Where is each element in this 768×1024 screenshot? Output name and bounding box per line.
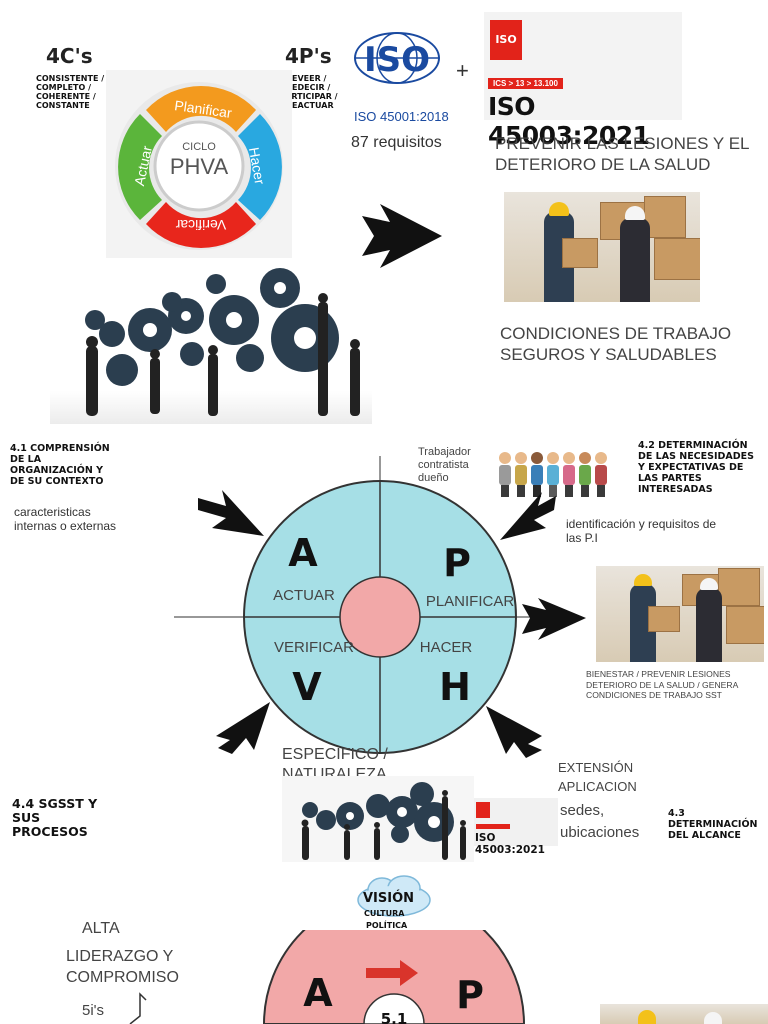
condiciones-text: CONDICIONES DE TRABAJO SEGUROS Y SALUDAB… xyxy=(500,324,732,364)
quad-v: V xyxy=(292,665,322,709)
politica-label: POLÍTICA xyxy=(366,921,408,930)
arrow-down-right-icon xyxy=(198,490,264,536)
c4-text: CONSISTENTE / COMPLETO / COHERENTE / CON… xyxy=(36,74,105,110)
section-4-2-title: 4.2 DETERMINACIÓN DE LAS NECESIDADES Y E… xyxy=(638,440,754,495)
stakeholders-people-icon xyxy=(497,450,613,498)
cycle-small-label: CICLO xyxy=(182,141,216,153)
p4-text: PREVEER / PREDECIR / PARTICIPAR / PREACT… xyxy=(280,74,338,110)
iso45003-small-card: ISO 45003:2021 xyxy=(474,798,558,856)
arrow-right-icon xyxy=(522,598,586,640)
p4-title: 4P's xyxy=(285,44,332,68)
quad-a: A xyxy=(288,531,318,575)
extension-text: EXTENSIÓN APLICACION xyxy=(558,760,637,794)
iso-requirements: 87 requisitos xyxy=(351,134,442,151)
gears-people-image xyxy=(50,258,372,424)
bienestar-text: BIENESTAR / PREVENIR LESIONES DETERIORO … xyxy=(586,669,738,700)
c4-title: 4C's xyxy=(46,44,93,68)
quad-verificar: VERIFICAR xyxy=(274,639,354,656)
section-4-1-text: caracteristicas internas o externas xyxy=(14,505,117,533)
iso45003-title: ISO 45003:2021 xyxy=(488,92,650,150)
red-right-arrow-icon xyxy=(366,960,418,986)
section-4-4-title: 4.4 SGSST Y SUS PROCESOS xyxy=(12,796,98,839)
quad-p: P xyxy=(443,541,471,585)
iso-small-red-logo xyxy=(476,802,490,818)
quad-planificar: PLANIFICAR xyxy=(426,593,515,610)
gears-people-small-image xyxy=(282,776,474,862)
arrow-down-left-icon xyxy=(500,492,556,540)
section-4-1-title: 4.1 COMPRENSIÓN DE LA ORGANIZACIÓN Y DE … xyxy=(10,443,110,487)
prevenir-text: PREVENIR LAS LESIONES Y EL DETERIORO DE … xyxy=(495,134,749,174)
iso-small-ics-bar xyxy=(476,824,510,829)
quad-hacer: HACER xyxy=(420,639,473,656)
cultura-label: CULTURA xyxy=(364,909,405,918)
arrow-up-left-icon xyxy=(486,706,542,758)
phva-quadrant-diagram: A P V H ACTUAR PLANIFICAR VERIFICAR HACE… xyxy=(174,456,556,754)
liderazgo-text: LIDERAZGO Y COMPROMISO xyxy=(66,948,179,986)
iso-standard: ISO 45001:2018 xyxy=(354,109,449,124)
vision-label: VISIÓN xyxy=(363,891,415,906)
iso-red-logo: ISO xyxy=(490,20,522,60)
sedes-text: sedes, ubicaciones xyxy=(560,802,640,841)
cycle-big-label: PHVA xyxy=(170,154,229,179)
workers-photo-3 xyxy=(600,1004,768,1024)
iso-logo-text: ISO xyxy=(364,40,430,80)
five-i-text: 5i's xyxy=(82,1002,105,1019)
bottom-phva-diagram: A P 5.1 xyxy=(262,930,526,1024)
phva-ring: CICLO PHVA Planificar Hacer Verificar Ac… xyxy=(115,82,283,250)
workers-photo-2 xyxy=(596,566,764,662)
ics-code: ICS > 13 > 13.100 xyxy=(488,78,563,89)
plus-sign: + xyxy=(456,58,469,83)
section-4-3-title: 4.3 DETERMINACIÓN DEL ALCANCE xyxy=(668,808,758,841)
bottom-quad-p: P xyxy=(456,973,484,1017)
bottom-quad-a: A xyxy=(303,971,333,1015)
quad-actuar: ACTUAR xyxy=(273,587,335,604)
cycle-planificar: Planificar xyxy=(174,97,234,121)
up-arrow-outline-icon xyxy=(129,992,147,1024)
quad-h: H xyxy=(439,665,471,709)
iso45003-small-title: ISO 45003:2021 xyxy=(475,832,545,856)
vision-cloud xyxy=(354,874,434,918)
workers-photo xyxy=(504,192,700,302)
alta-text: ALTA xyxy=(82,920,120,937)
bottom-number: 5.1 xyxy=(381,1010,408,1024)
right-arrow-icon xyxy=(362,204,442,268)
section-4-2-text: identificación y requisitos de las P.I xyxy=(566,517,717,545)
phva-cycle-diagram: CICLO PHVA Planificar Hacer Verificar Ac… xyxy=(106,70,292,260)
cycle-verificar: Verificar xyxy=(175,217,226,233)
iso45003-card: ISO ICS > 13 > 13.100 ISO 45003:2021 xyxy=(484,12,682,150)
iso-logo: ISO xyxy=(352,30,442,86)
roles-text: Trabajador contratista dueño xyxy=(418,446,471,484)
cycle-hacer: Hacer xyxy=(246,146,268,186)
arrow-up-right-icon xyxy=(216,702,270,754)
